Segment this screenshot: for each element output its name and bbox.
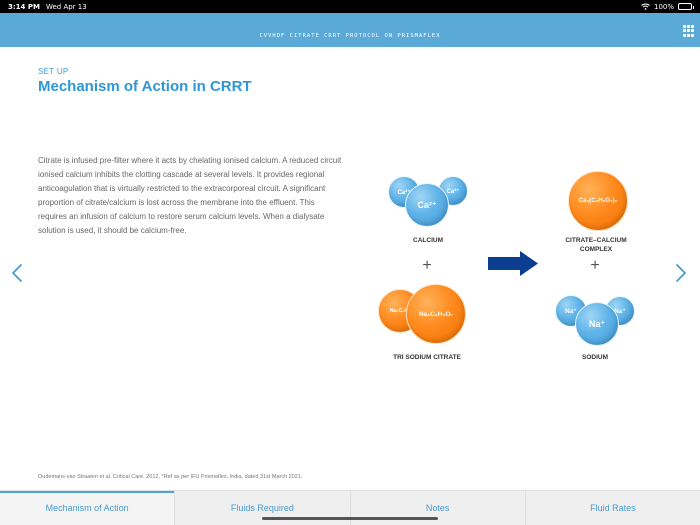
section-label: SET UP — [38, 67, 69, 76]
body-text: Citrate is infused pre-filter where it a… — [38, 156, 342, 235]
battery-percent: 100% — [653, 2, 674, 11]
sodium-ion-small-left: Na⁺ — [555, 295, 587, 327]
citrate-molecule-small: Na₃C₆H₅ — [378, 289, 422, 333]
tab-fluid-rates[interactable]: Fluid Rates — [590, 503, 636, 513]
sodium-ion-small-right: Na⁺ — [605, 296, 635, 326]
status-time: 3:14 PM — [8, 2, 40, 11]
reference-text: Oudemans-van Straaten et al. Critical Ca… — [38, 474, 303, 480]
calcium-ion-main: Ca²⁺ — [405, 183, 449, 227]
page-title: Mechanism of Action in CRRT — [38, 78, 252, 95]
tab-fluids-required[interactable]: Fluids Required — [175, 491, 351, 525]
chevron-right-icon[interactable] — [674, 263, 688, 283]
grid-icon[interactable] — [683, 25, 695, 37]
complex-label-line2: COMPLEX — [579, 246, 613, 253]
status-right: 100% — [641, 2, 694, 11]
complex-label-line1: CITRATE–CALCIUM — [565, 237, 627, 244]
plus-left: + — [422, 257, 432, 274]
tab-notes[interactable]: Notes — [351, 491, 526, 525]
sodium-label: SODIUM — [582, 354, 608, 361]
plus-right: + — [590, 257, 600, 274]
header-title: CVVHDF CITRATE CRRT PROTOCOL ON PRISMAFL… — [259, 33, 441, 39]
citrate-label: TRI SODIUM CITRATE — [393, 354, 461, 361]
status-date: Wed Apr 13 — [45, 2, 87, 11]
calcium-ion-small-right: Ca²⁺ — [438, 176, 468, 206]
tab-mechanism-of-action[interactable]: Mechanism of Action — [0, 491, 176, 525]
sodium-ion-main: Na⁺ — [575, 302, 619, 346]
calcium-ion-small-left: Ca²⁺ — [388, 176, 420, 208]
status-bar: 3:14 PM Wed Apr 13 100% — [0, 0, 700, 13]
citrate-molecule-main: Na₃C₆H₅O₇ — [406, 284, 466, 344]
wifi-icon — [641, 3, 650, 10]
home-indicator[interactable] — [262, 517, 438, 520]
citrate-calcium-complex: Ca₃(C₆H₅O₇)₂ — [568, 171, 628, 231]
battery-icon — [678, 3, 694, 10]
calcium-label: CALCIUM — [413, 237, 443, 244]
reaction-arrow-icon — [488, 251, 538, 276]
app-header: CVVHDF CITRATE CRRT PROTOCOL ON PRISMAFL… — [0, 13, 700, 47]
chevron-left-icon[interactable] — [10, 263, 24, 283]
